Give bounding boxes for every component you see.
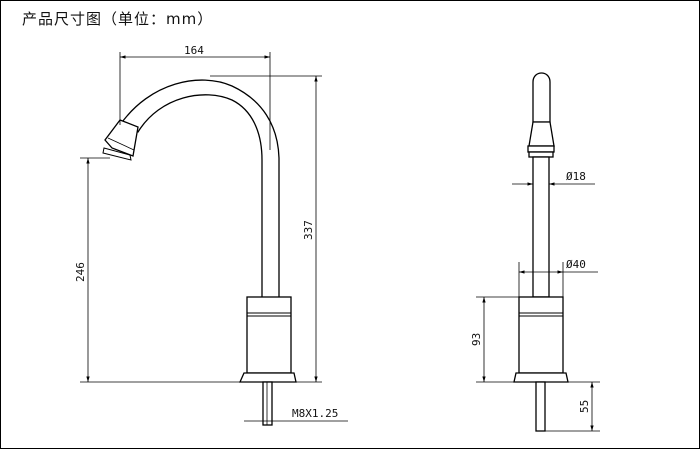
side-view-faucet xyxy=(513,72,569,432)
dim-spout-height: 246 xyxy=(74,262,87,282)
front-view-dimensions: 164 337 246 M8X1.25 xyxy=(74,44,348,422)
dim-total-height: 337 xyxy=(302,220,315,240)
side-nozzle xyxy=(528,121,555,147)
threaded-shank xyxy=(262,381,273,426)
dim-shank-length: 55 xyxy=(578,400,591,413)
dim-thread: M8X1.25 xyxy=(292,407,338,420)
side-flange xyxy=(513,372,569,383)
side-neck xyxy=(532,156,550,298)
front-view-faucet xyxy=(102,79,297,426)
side-view-dimensions: Ø18 Ø40 93 55 xyxy=(470,170,600,432)
spout-nozzle xyxy=(104,119,139,157)
dim-base-height: 93 xyxy=(470,333,483,346)
drawing-title: 产品尺寸图（单位：mm） xyxy=(22,10,214,28)
dim-spout-reach: 164 xyxy=(184,44,204,57)
dim-base-diameter: Ø40 xyxy=(566,258,586,271)
side-base xyxy=(518,296,564,374)
dim-neck-diameter: Ø18 xyxy=(566,170,586,183)
base-flange xyxy=(238,372,297,383)
spout-cap xyxy=(532,72,551,123)
faucet-base xyxy=(246,296,292,374)
side-shank xyxy=(535,381,546,432)
gooseneck-spout xyxy=(118,79,280,301)
